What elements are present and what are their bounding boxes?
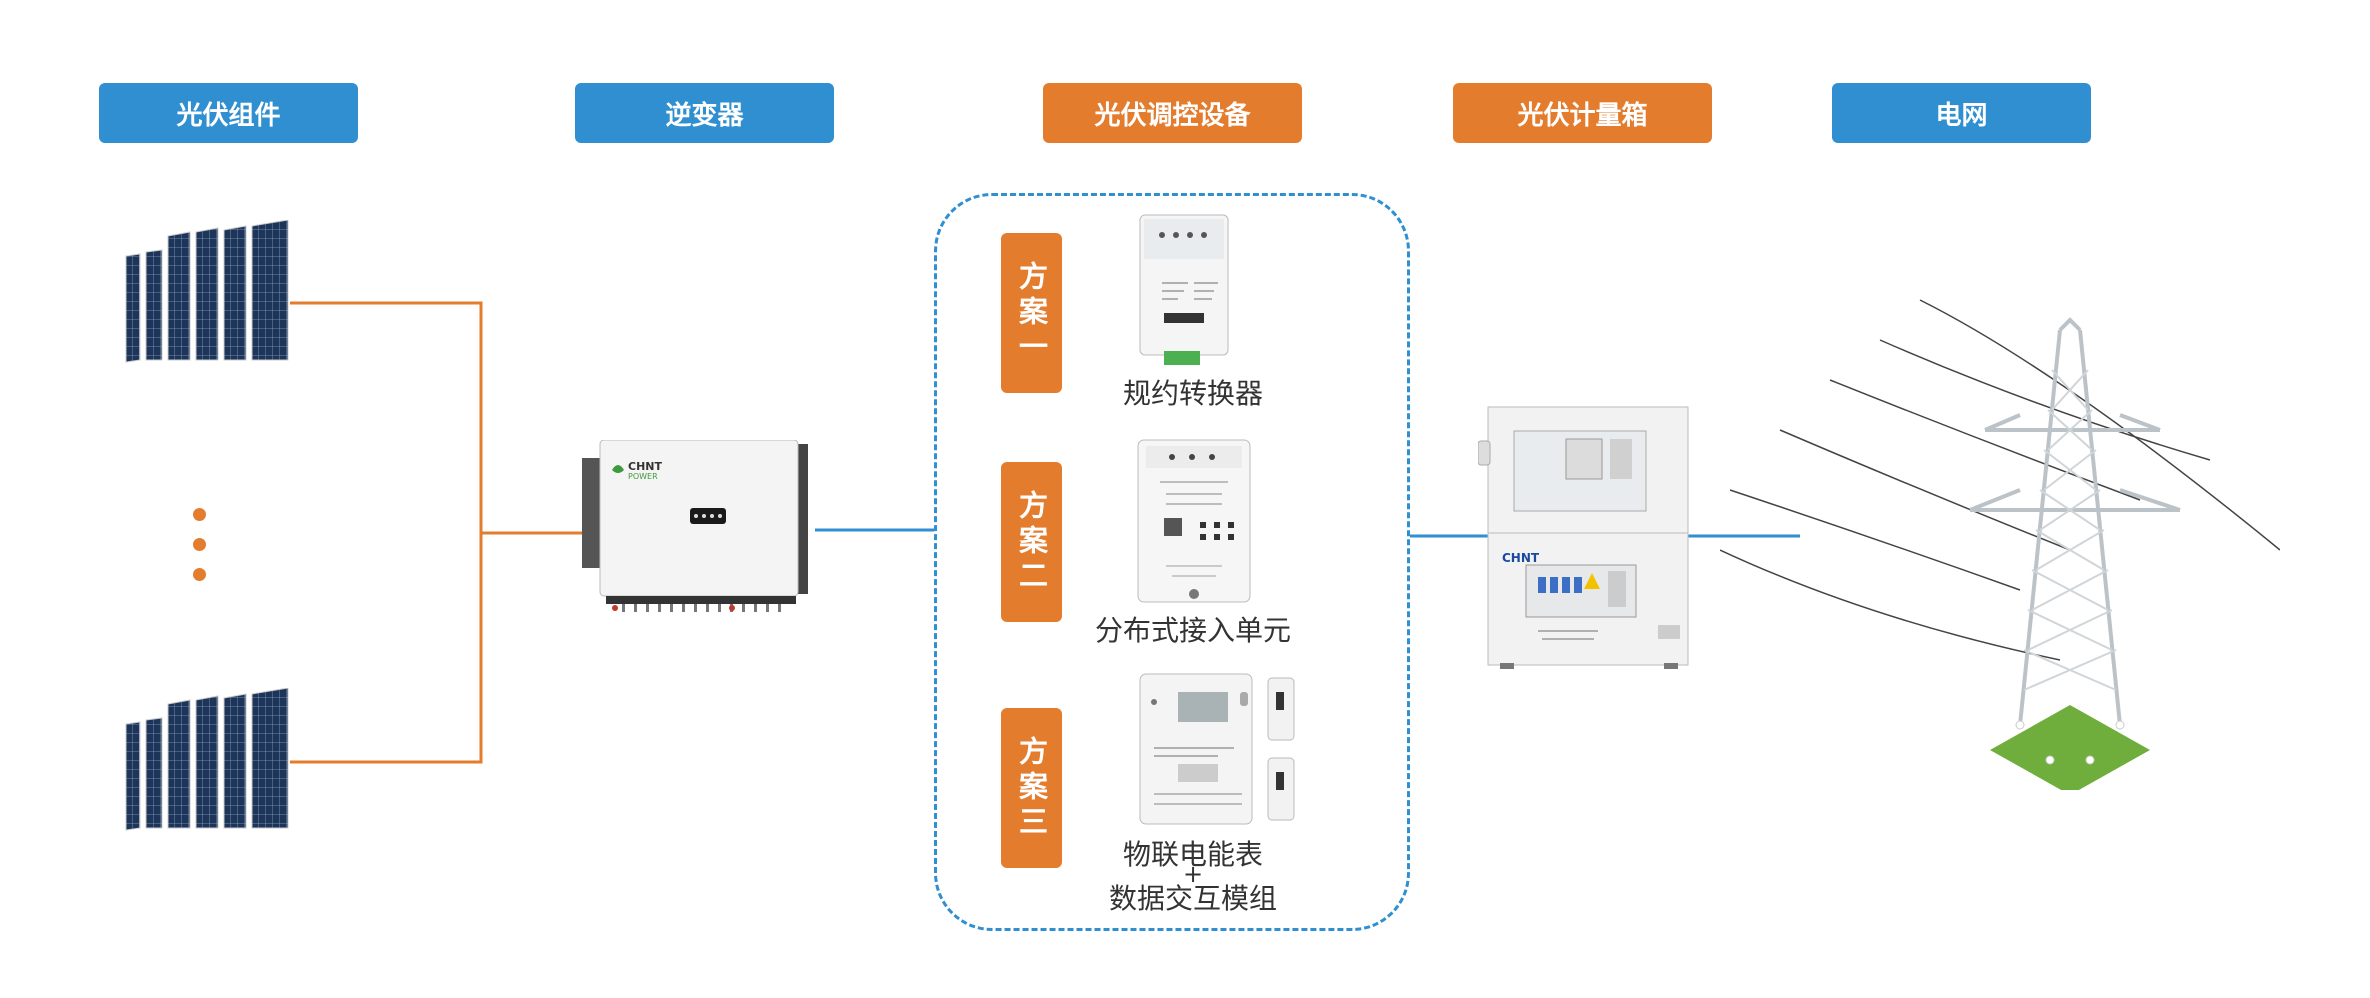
header-pv-meter-box: 光伏计量箱 [1453, 83, 1712, 143]
ellipsis-dot [193, 538, 206, 551]
header-inverter: 逆变器 [575, 83, 834, 143]
data-module-caption: 数据交互模组 [1108, 882, 1277, 915]
ellipsis-dot [193, 508, 206, 521]
protocol-converter-caption: 规约转换器 [1122, 377, 1263, 410]
header-grid: 电网 [1832, 83, 2091, 143]
iot-meter-caption: 物联电能表 [1122, 838, 1263, 871]
inverter-logo: CHNT [628, 460, 662, 473]
pv-control-group [934, 193, 1410, 931]
header-pv-control: 光伏调控设备 [1043, 83, 1302, 143]
iot-meter-device [1139, 673, 1295, 825]
distributed-access-unit-device [1137, 439, 1251, 603]
plan-two-label: 方案二 [1001, 462, 1062, 622]
plus-sign: + [1182, 860, 1204, 888]
transmission-tower-icon [1720, 299, 2280, 790]
inverter-logo-sub: POWER [628, 472, 658, 481]
pv-bus-line [290, 301, 483, 764]
header-pv-modules: 光伏组件 [99, 83, 358, 143]
solar-panel-icon [125, 220, 289, 363]
pv-meter-box-device: CHNT [1477, 405, 1692, 670]
plan-three-label: 方案三 [1001, 708, 1062, 868]
protocol-converter-device [1139, 214, 1229, 365]
plan-one-label: 方案一 [1001, 233, 1062, 393]
ellipsis-dot [193, 568, 206, 581]
inverter-device: CHNT POWER [582, 439, 817, 615]
distributed-access-unit-caption: 分布式接入单元 [1094, 614, 1291, 647]
solar-panel-icon [125, 688, 289, 831]
meter-box-logo: CHNT [1502, 551, 1540, 565]
